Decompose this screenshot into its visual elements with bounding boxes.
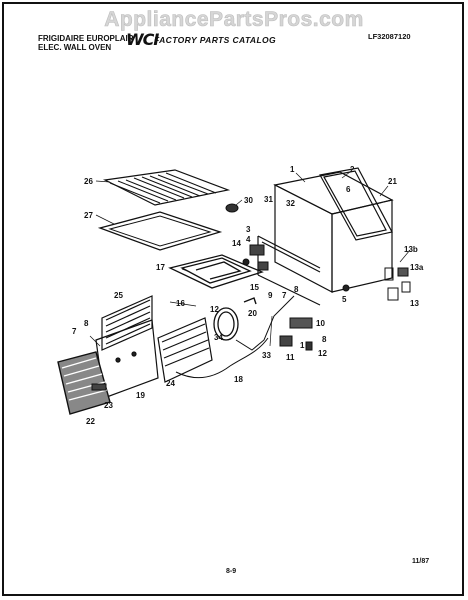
page-number: 8-9 (226, 568, 237, 575)
callout-3: 3 (246, 225, 251, 234)
callout-14: 14 (232, 239, 241, 248)
callout-17: 17 (156, 263, 165, 272)
callout-12a: 12 (210, 305, 219, 314)
product-name: ELEC. WALL OVEN (38, 43, 112, 52)
callout-24: 24 (166, 379, 175, 388)
callout-21: 21 (388, 177, 397, 186)
wire-harness (175, 295, 295, 379)
leader-lines (89, 171, 411, 347)
brackets (384, 267, 411, 301)
callout-10: 10 (316, 319, 325, 328)
page-border (2, 2, 464, 596)
callout-32: 32 (286, 199, 295, 208)
callout-9: 9 (268, 291, 273, 300)
callout-34: 34 (214, 333, 223, 342)
brand-name: FRIGIDAIRE EUROPLAIR (38, 34, 134, 43)
callout-13a: 13a (410, 263, 424, 272)
screw (342, 284, 350, 292)
callout-20: 20 (248, 309, 257, 318)
control-module (279, 317, 313, 351)
circular-gasket (213, 307, 239, 341)
callout-6: 6 (346, 185, 351, 194)
callout-18: 18 (234, 375, 243, 384)
callout-13b: 13b (404, 245, 418, 254)
callout-8a: 8 (294, 285, 299, 294)
callout-7b: 7 (72, 327, 77, 336)
callout-19: 19 (136, 391, 145, 400)
connector (243, 297, 257, 305)
callout-1: 1 (290, 165, 295, 174)
callout-30: 30 (244, 196, 253, 205)
callout-16: 16 (176, 299, 185, 308)
callout-8b: 8 (84, 319, 89, 328)
callout-2: 2 (350, 165, 355, 174)
callout-labels: 26 27 30 1 2 6 21 31 32 3 4 14 17 13b 13… (72, 165, 424, 426)
oven-cavity (257, 171, 394, 306)
callout-1b: 1 (300, 341, 305, 350)
callout-25: 25 (114, 291, 123, 300)
door-gasket (319, 167, 393, 241)
oven-rack (103, 169, 231, 206)
callout-26: 26 (84, 177, 93, 186)
model-number: LF32087120 (368, 32, 411, 41)
callout-15: 15 (250, 283, 259, 292)
callout-23: 23 (104, 401, 113, 410)
callout-31: 31 (264, 195, 273, 204)
callout-5: 5 (342, 295, 347, 304)
door-trim (91, 383, 107, 391)
control-knob (225, 203, 239, 213)
callout-12b: 12 (318, 349, 327, 358)
callout-33: 33 (262, 351, 271, 360)
callout-8c: 8 (322, 335, 327, 344)
wci-logo: WCI (126, 30, 159, 49)
callout-4: 4 (246, 235, 251, 244)
outer-door (57, 351, 111, 415)
callout-7a: 7 (282, 291, 287, 300)
callout-11: 11 (286, 353, 295, 362)
bake-element (168, 254, 264, 289)
broil-pan (97, 211, 223, 251)
callout-13: 13 (410, 299, 419, 308)
catalog-title: FACTORY PARTS CATALOG (154, 35, 277, 45)
door-frame (157, 317, 213, 383)
callout-22: 22 (86, 417, 95, 426)
catalog-date: 11/87 (412, 558, 430, 565)
callout-27: 27 (84, 211, 93, 220)
watermark: AppliancePartsPros.com (104, 8, 364, 32)
switch-cluster (242, 244, 269, 271)
